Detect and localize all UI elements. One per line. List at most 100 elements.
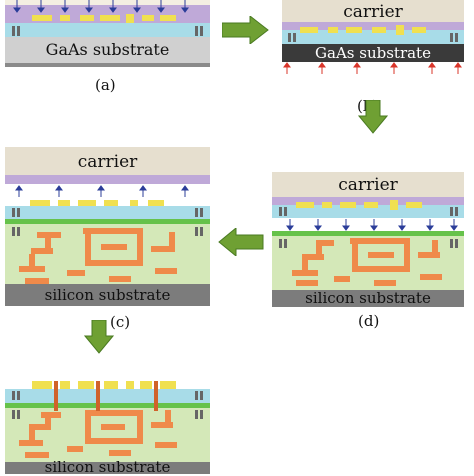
panel-e-interconnects (19, 410, 177, 458)
panel-c-via-marker (200, 227, 203, 236)
panel-e-silicon-substrate (5, 462, 210, 474)
panel-d-via-marker (450, 239, 453, 248)
panel-c-arrows (15, 185, 189, 197)
panel-d-via-marker (455, 239, 458, 248)
panel-e-pad (140, 381, 152, 389)
panel-c-via-marker (200, 208, 203, 217)
panel-e-cyan-layer (5, 389, 210, 403)
panel-d-via-marker (284, 207, 287, 216)
panel-e-via-marker (17, 391, 20, 400)
panel-a-arrows (13, 0, 189, 13)
panel-b-via-marker (293, 33, 296, 42)
panel-b-purple-layer (282, 22, 464, 30)
panel-e-pad (78, 381, 94, 389)
panel-e-pad (126, 381, 134, 389)
panel-c-pad (78, 200, 96, 206)
panel-d-via-marker (455, 207, 458, 216)
panel-a-pad (126, 14, 134, 23)
panel-c-pad (130, 200, 138, 208)
panel-b-via-marker (450, 33, 453, 42)
panel-e-through-via (54, 381, 58, 411)
panel-c-interconnects (19, 228, 177, 284)
panel-a-via-marker (12, 26, 15, 36)
panel-d-pad (322, 202, 332, 208)
panel-e-via-marker (200, 391, 203, 400)
panel-d-pad (296, 202, 314, 208)
panel-b-via-marker (455, 33, 458, 42)
panel-b-pad (372, 27, 386, 33)
panel-b-via-marker (288, 33, 291, 42)
panel-e-pad (60, 381, 70, 389)
panel-b-arrows (283, 62, 462, 74)
panel-d-carrier-label: carrier (338, 175, 398, 195)
panel-a-pad (100, 15, 120, 21)
panel-a-via-marker (17, 26, 20, 36)
panel-a-top-layer (5, 0, 210, 5)
panel-e-via-marker (195, 410, 198, 419)
panel-c-silicon-substrate (5, 284, 210, 306)
arrow-d-to-c (218, 228, 264, 256)
panel-c-cyan-layer (5, 206, 210, 219)
panel-b-gaas-substrate (282, 44, 464, 62)
panel-c-pad (58, 200, 70, 206)
panel-d-substrate-label: silicon substrate (305, 289, 431, 307)
arrow-c-to-e (84, 320, 114, 354)
arrow-b-to-d (358, 100, 388, 134)
panel-e-via-marker (195, 391, 198, 400)
panel-c-caption: (c) (110, 313, 131, 331)
panel-b-carrier-label: carrier (343, 2, 403, 22)
panel-d-silicon-substrate (272, 290, 464, 307)
panel-a-pad (32, 15, 52, 21)
panel-a-substrate-label: GaAs substrate (45, 40, 170, 59)
panel-b-cyan-layer (282, 30, 464, 44)
panel-c-via-marker (12, 208, 15, 217)
panel-c-pad (30, 200, 50, 206)
panel-d-arrows (286, 219, 458, 231)
panel-d-interconnects (292, 238, 442, 286)
panel-d-via-marker (450, 207, 453, 216)
panel-e-bond-layer (5, 403, 210, 408)
panel-c-pad (104, 200, 118, 206)
panel-a-pad (60, 15, 70, 21)
panel-d-pad (340, 202, 356, 208)
panel-e-through-via (96, 381, 100, 411)
panel-a-pad (160, 15, 176, 21)
arrow-a-to-b (222, 16, 269, 44)
panel-c-pad (148, 200, 164, 206)
panel-e-through-via (154, 381, 158, 411)
panel-b-pad (328, 27, 338, 33)
panel-e-pad (160, 381, 176, 389)
panel-d-pad (364, 202, 378, 208)
panel-c-purple-layer (5, 175, 210, 184)
panel-a-cyan-layer (5, 23, 210, 37)
panel-c-substrate-label: silicon substrate (44, 286, 171, 304)
panel-a-substrate-bottom (5, 63, 210, 67)
panel-c-via-marker (17, 208, 20, 217)
panel-d-pad (406, 202, 422, 208)
panel-b-pad (412, 27, 426, 33)
panel-b-pad (396, 25, 404, 35)
panel-e-pad (104, 381, 118, 389)
panel-d-pad (390, 200, 398, 210)
panel-e-via-marker (17, 410, 20, 419)
panel-c-via-marker (195, 227, 198, 236)
panel-a-pad (142, 15, 154, 21)
panel-c-bond-layer (5, 219, 210, 224)
panel-d-purple-layer (272, 197, 464, 205)
panel-a-gaas-substrate (5, 37, 210, 67)
panel-d-caption: (d) (358, 312, 380, 330)
panel-a-caption: (a) (95, 76, 116, 94)
panel-d-via-marker (279, 239, 282, 248)
panel-b-substrate-label: GaAs substrate (315, 44, 431, 62)
panel-e-via-marker (200, 410, 203, 419)
panel-a-pad (80, 15, 94, 21)
panel-e-via-marker (12, 410, 15, 419)
panel-b-pad (300, 27, 318, 33)
panel-c-carrier-label: carrier (77, 152, 138, 172)
panel-e-pad (32, 381, 52, 389)
panel-c-via-marker (12, 227, 15, 236)
panel-c-via-marker (17, 227, 20, 236)
panel-d-bond-layer (272, 231, 464, 236)
panel-c-via-marker (195, 208, 198, 217)
